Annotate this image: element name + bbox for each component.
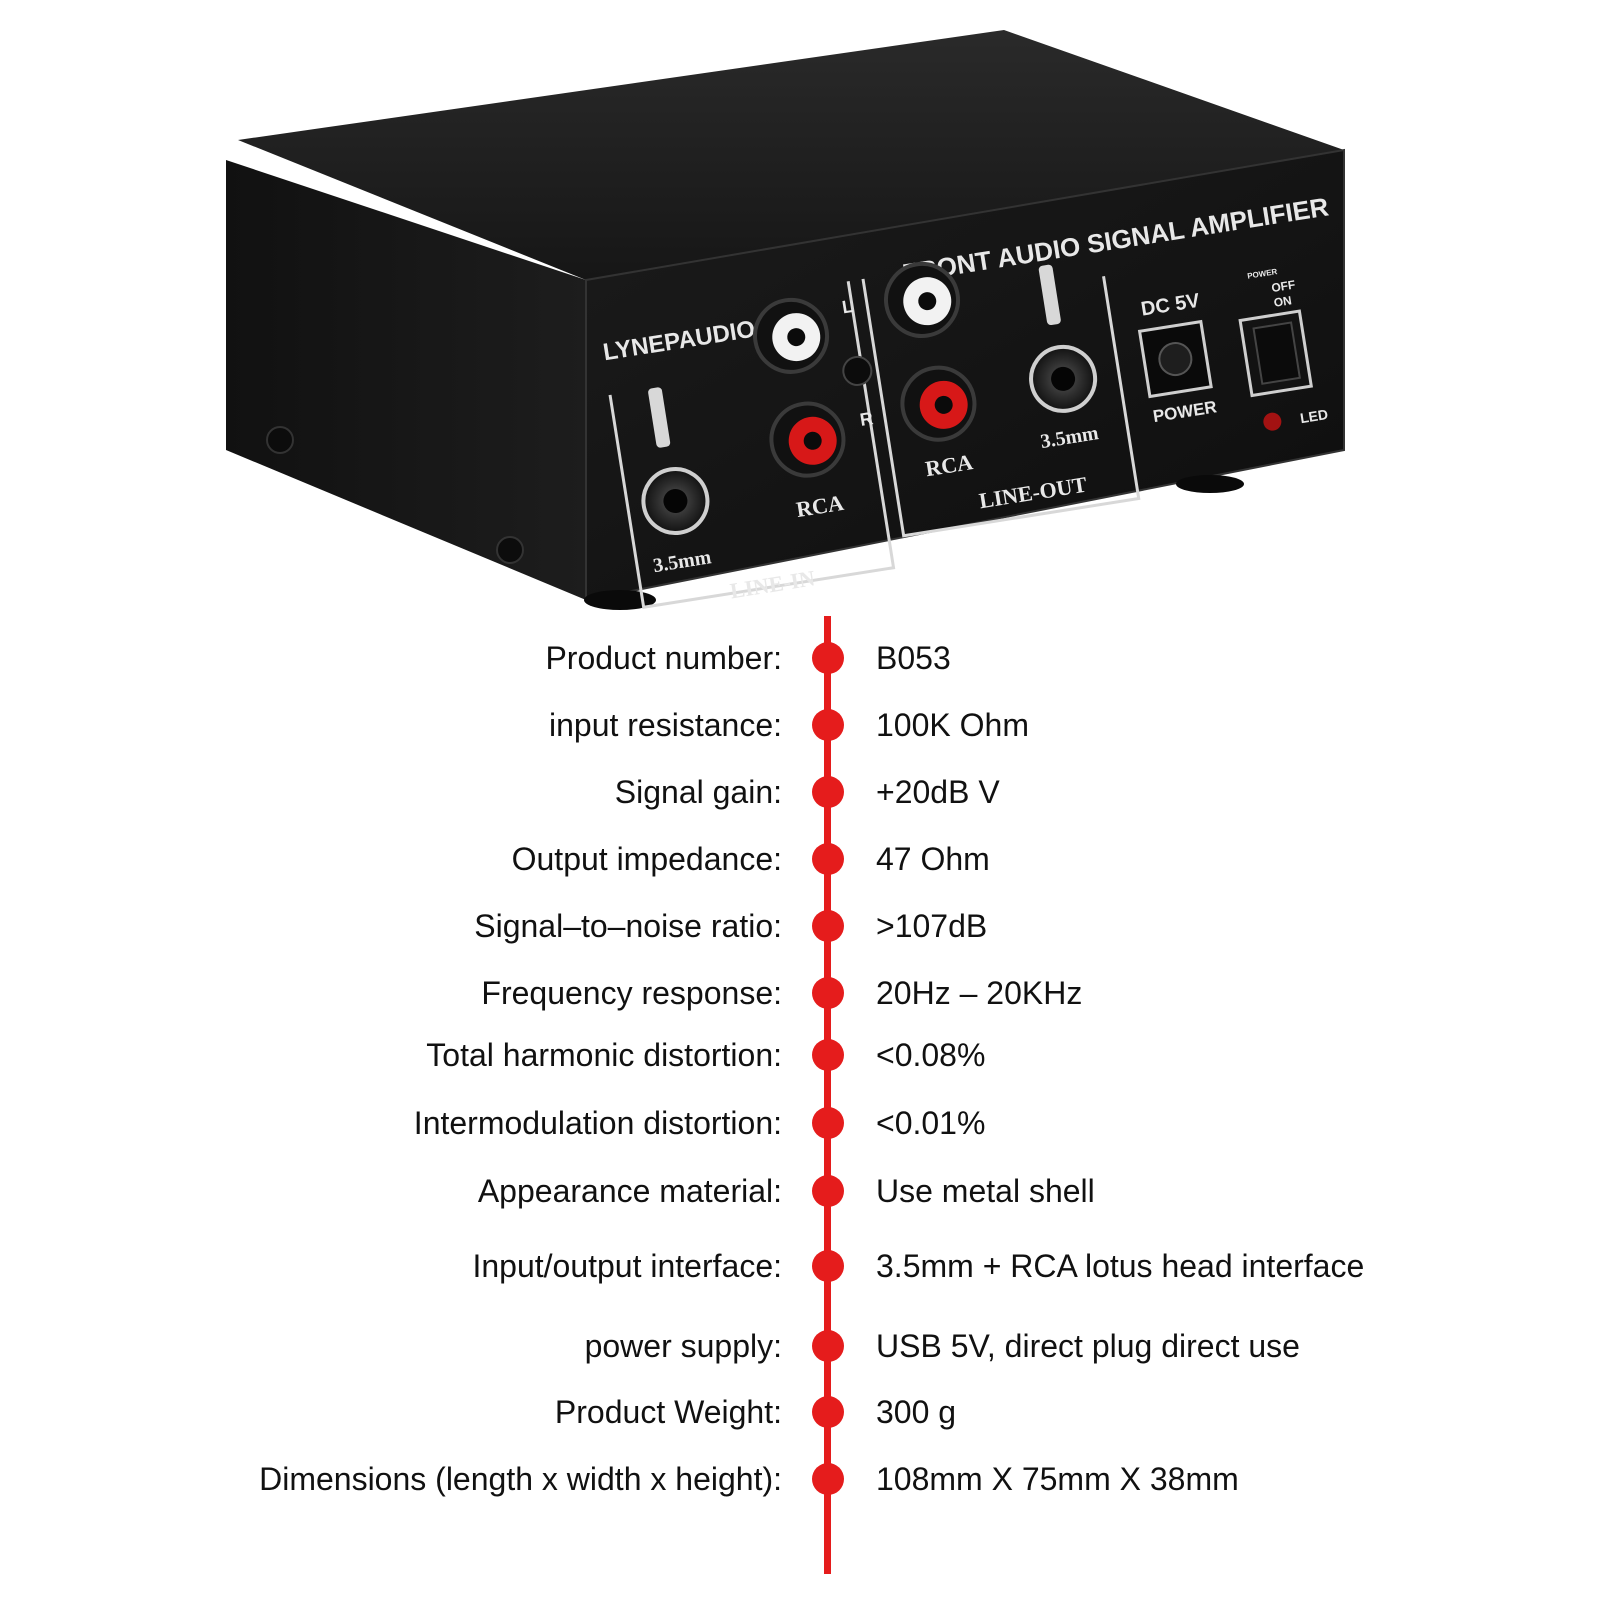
jack-hole (1051, 366, 1076, 391)
spec-value: >107dB (876, 908, 988, 944)
spec-label: input resistance: (548, 707, 782, 743)
rca-pin (787, 328, 806, 347)
timeline-dot-icon (812, 1175, 844, 1207)
timeline-dot-icon (812, 642, 844, 674)
spec-label: Signal–to–noise ratio: (474, 908, 782, 944)
spec-row: Output impedance: 47 Ohm (0, 839, 1600, 879)
product-photo: LYNEPAUDIO FRONT AUDIO SIGNAL AMPLIFIER … (0, 0, 1600, 640)
timeline-dot-icon (812, 910, 844, 942)
timeline-dot-icon (812, 843, 844, 875)
spec-value: B053 (876, 640, 951, 676)
timeline-dot-icon (812, 1463, 844, 1495)
screw-icon (842, 355, 873, 386)
spec-row: Intermodulation distortion: <0.01% (0, 1103, 1600, 1143)
timeline-dot-icon (812, 709, 844, 741)
spec-value: 108mm X 75mm X 38mm (876, 1461, 1239, 1497)
rca-pin (934, 395, 953, 414)
timeline-dot-icon (812, 1330, 844, 1362)
jack-plug-icon (1038, 264, 1061, 326)
timeline-dot-icon (812, 1396, 844, 1428)
spec-row: Appearance material: Use metal shell (0, 1171, 1600, 1211)
led-indicator (1263, 412, 1282, 431)
spec-row: Product Weight: 300 g (0, 1392, 1600, 1432)
jack-plug-icon (648, 387, 671, 448)
spec-label: Input/output interface: (472, 1248, 782, 1284)
spec-row: power supply: USB 5V, direct plug direct … (0, 1326, 1600, 1366)
spec-row: Signal–to–noise ratio: >107dB (0, 906, 1600, 946)
foot (1176, 475, 1244, 493)
chassis-side (226, 160, 586, 600)
spec-label: power supply: (584, 1328, 782, 1364)
power-switch[interactable] (1252, 321, 1301, 385)
spec-row: input resistance: 100K Ohm (0, 705, 1600, 745)
spec-value: USB 5V, direct plug direct use (876, 1328, 1300, 1364)
spec-label: Frequency response: (481, 975, 782, 1011)
timeline-dot-icon (812, 1039, 844, 1071)
off-label: OFF (1270, 277, 1296, 295)
spec-value: 3.5mm + RCA lotus head interface (876, 1248, 1365, 1284)
rca-pin (803, 431, 822, 450)
chassis-front (585, 148, 1345, 602)
on-label: ON (1273, 293, 1293, 310)
right-channel-label: R (858, 408, 874, 430)
spec-label: Signal gain: (614, 774, 782, 810)
spec-label: Dimensions (length x width x height): (259, 1461, 782, 1497)
timeline-dot-icon (812, 1250, 844, 1282)
spec-value: 300 g (876, 1394, 957, 1430)
spec-value: 100K Ohm (876, 707, 1029, 743)
foot (584, 590, 656, 610)
spec-value: 47 Ohm (876, 841, 990, 877)
timeline-dot-icon (812, 776, 844, 808)
timeline-dot-icon (812, 1107, 844, 1139)
left-channel-label: L (841, 296, 855, 317)
spec-label: Product Weight: (554, 1394, 782, 1430)
spec-label: Total harmonic distortion: (426, 1037, 782, 1073)
spec-value: +20dB V (876, 774, 1000, 810)
spec-label: Appearance material: (477, 1173, 782, 1209)
screw-icon (266, 426, 294, 454)
timeline-line (824, 616, 831, 1574)
timeline-dot-icon (812, 977, 844, 1009)
line-in-label: LINE-IN (728, 565, 817, 603)
spec-label: Product number: (545, 640, 782, 676)
led-label: LED (1299, 406, 1329, 426)
amplifier-illustration: LYNEPAUDIO FRONT AUDIO SIGNAL AMPLIFIER … (226, 30, 1345, 610)
spec-row: Signal gain: +20dB V (0, 772, 1600, 812)
spec-value: <0.08% (876, 1037, 986, 1073)
spec-value: 20Hz – 20KHz (876, 975, 1083, 1011)
rca-pin (918, 292, 937, 311)
screw-icon (496, 536, 524, 564)
spec-row: Dimensions (length x width x height): 108… (0, 1459, 1600, 1499)
spec-row: Input/output interface: 3.5mm + RCA lotus… (0, 1246, 1600, 1286)
spec-label: Output impedance: (511, 841, 782, 877)
spec-row: Total harmonic distortion: <0.08% (0, 1035, 1600, 1075)
spec-row: Product number: B053 (0, 638, 1600, 678)
spec-list: Product number: B053 input resistance: 100K… (0, 600, 1600, 1580)
power-switch-frame (1238, 309, 1313, 398)
chassis-top (238, 30, 1344, 280)
spec-label: Intermodulation distortion: (413, 1105, 782, 1141)
spec-value: <0.01% (876, 1105, 986, 1141)
jack-hole (663, 489, 688, 514)
dc-jack-hole (1158, 342, 1193, 377)
spec-row: Frequency response: 20Hz – 20KHz (0, 973, 1600, 1013)
spec-value: Use metal shell (876, 1173, 1095, 1209)
